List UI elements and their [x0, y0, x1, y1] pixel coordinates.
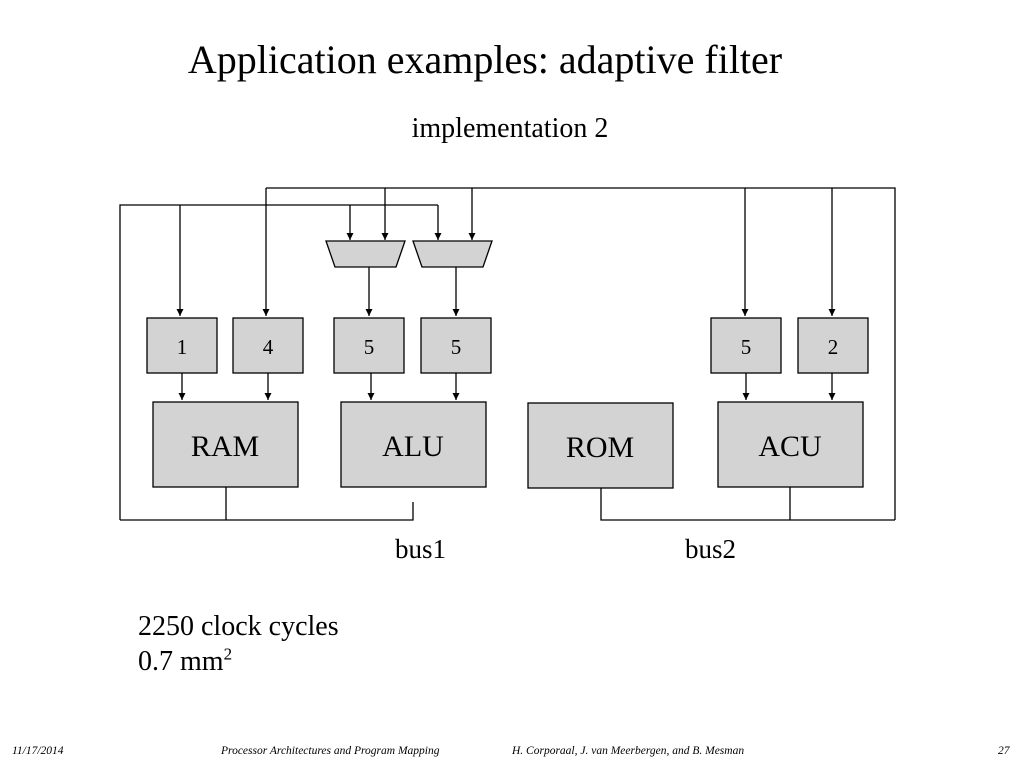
mux-2 — [412, 240, 493, 268]
register-alu-1 — [333, 317, 405, 374]
rom-unit-label: ROM — [566, 431, 634, 464]
register-ram-1 — [146, 317, 218, 374]
register-ram-2 — [232, 317, 304, 374]
register-ram-2-label: 4 — [263, 335, 274, 359]
footer-page-number: 27 — [998, 745, 1010, 757]
footer-date: 11/17/2014 — [12, 745, 64, 757]
bus2-line — [600, 488, 895, 521]
bus1-line — [120, 502, 414, 521]
register-acu-1 — [710, 317, 782, 374]
register-ram-1-label: 1 — [177, 335, 188, 359]
register-acu-2-label: 2 — [828, 335, 839, 359]
bus2-label: bus2 — [685, 534, 737, 564]
area-value: 0.7 mm — [138, 646, 224, 677]
slide-subtitle: implementation 2 — [411, 113, 609, 144]
clock-cycles-text: 2250 clock cycles — [138, 611, 339, 642]
stats-block: 2250 clock cycles 0.7 mm2 — [138, 609, 339, 679]
area-text: 0.7 mm2 — [138, 644, 339, 679]
alu-unit-label: ALU — [382, 430, 444, 463]
bus1-loop-line — [119, 204, 438, 520]
area-exponent: 2 — [223, 644, 233, 664]
footer-authors: H. Corporaal, J. van Meerbergen, and B. … — [512, 745, 745, 757]
rom-unit — [527, 402, 674, 489]
bus1-label: bus1 — [395, 534, 447, 564]
register-alu-1-label: 5 — [364, 335, 375, 359]
register-alu-2 — [420, 317, 492, 374]
register-acu-2 — [797, 317, 869, 374]
footer-course: Processor Architectures and Program Mapp… — [221, 745, 440, 757]
ram-unit-label: RAM — [191, 430, 259, 463]
mux-1 — [325, 240, 406, 268]
register-alu-2-label: 5 — [451, 335, 462, 359]
alu-unit — [340, 401, 487, 488]
slide-title: Application examples: adaptive filter — [187, 37, 783, 82]
bus2-loop-line — [266, 187, 896, 520]
ram-unit — [152, 401, 299, 488]
acu-unit-label: ACU — [758, 430, 822, 463]
acu-unit — [717, 401, 864, 488]
register-acu-1-label: 5 — [741, 335, 752, 359]
